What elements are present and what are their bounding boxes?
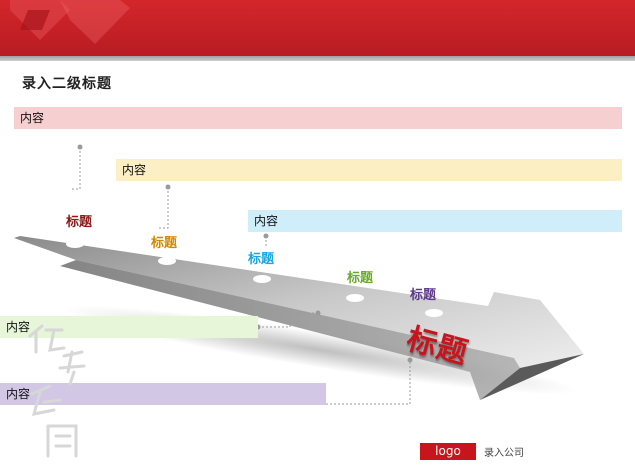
step-label-3: 标题 bbox=[248, 252, 275, 267]
footer-company: 录入公司 bbox=[484, 448, 524, 459]
connector-line-5 bbox=[326, 360, 411, 405]
connector-line-2 bbox=[158, 187, 169, 229]
content-box-2: 内容 bbox=[116, 159, 622, 181]
calligraphy-decoration bbox=[28, 324, 86, 458]
content-box-4: 内容 bbox=[0, 316, 258, 338]
step-label-1: 标题 bbox=[66, 215, 93, 230]
arrow-step-dot bbox=[425, 309, 443, 317]
arrow-body-top bbox=[14, 236, 584, 368]
connector-line-4 bbox=[258, 312, 318, 328]
step-label-5: 标题 bbox=[410, 288, 437, 303]
arrow-step-dot bbox=[66, 240, 84, 248]
banner-stripe bbox=[0, 56, 635, 61]
banner-decoration bbox=[10, 0, 130, 44]
arrow-step-dot bbox=[158, 257, 176, 265]
connector-line-1 bbox=[70, 147, 81, 190]
content-box-3: 内容 bbox=[248, 210, 622, 232]
top-banner bbox=[0, 0, 635, 56]
footer-logo: logo bbox=[420, 443, 476, 460]
content-box-1: 内容 bbox=[14, 107, 622, 129]
step-label-2: 标题 bbox=[151, 236, 178, 251]
arrow-step-dot bbox=[253, 275, 271, 283]
content-box-5: 内容 bbox=[0, 383, 326, 405]
step-label-4: 标题 bbox=[347, 271, 374, 286]
arrow-step-dot bbox=[346, 294, 364, 302]
page-subtitle: 录入二级标题 bbox=[22, 76, 112, 92]
arrow-body-side bbox=[60, 260, 520, 400]
